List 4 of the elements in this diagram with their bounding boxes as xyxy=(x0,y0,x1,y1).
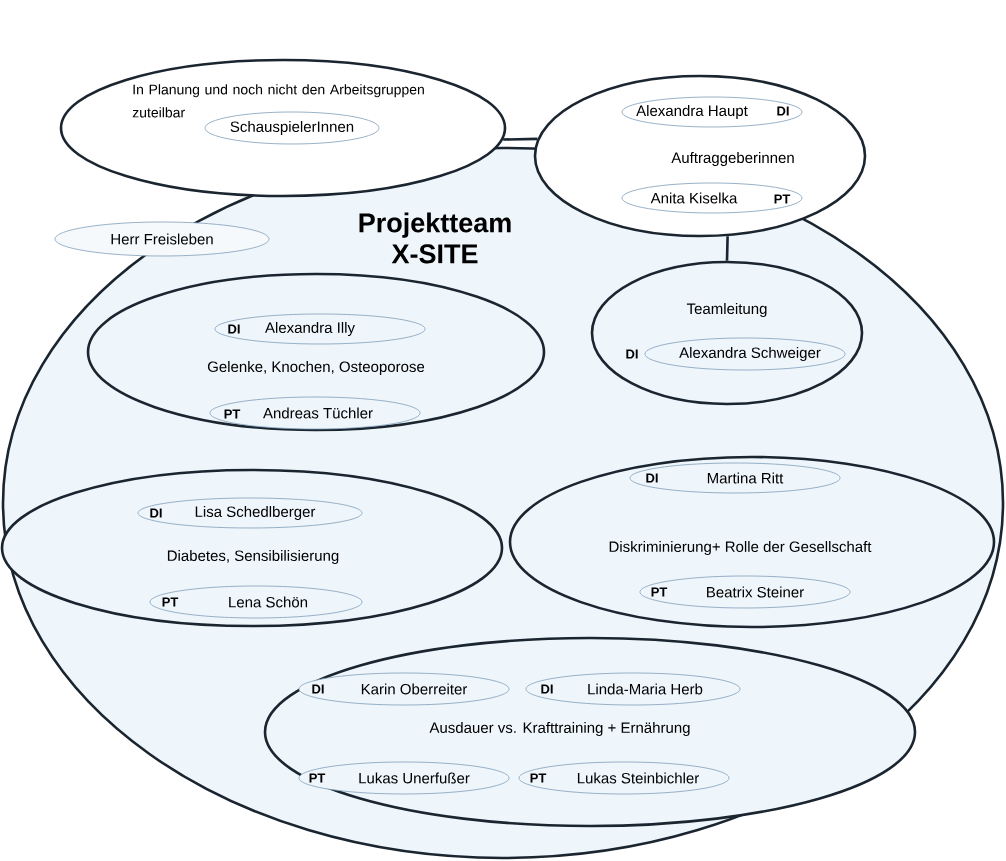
node-label: Ausdauer vs. Krafttraining + Ernährung xyxy=(429,722,690,736)
node-label: DI xyxy=(626,349,638,359)
connector-line xyxy=(725,236,729,261)
connector-line xyxy=(503,137,538,141)
